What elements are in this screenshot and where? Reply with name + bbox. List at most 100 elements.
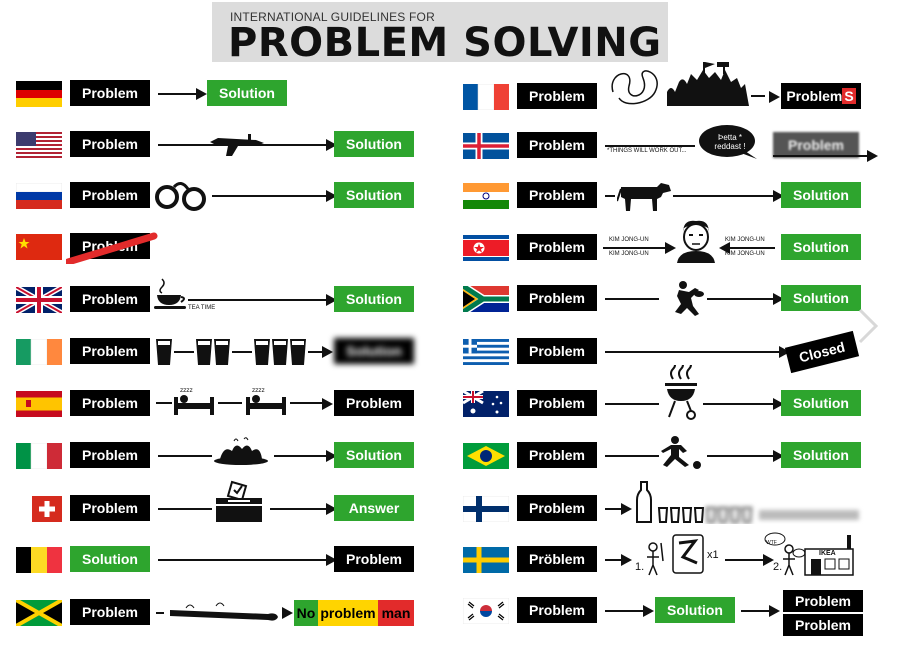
arrow-line [188, 299, 328, 301]
arrow-line [603, 247, 667, 249]
arrow-icon [326, 139, 337, 151]
handcuffs-icon [155, 182, 206, 211]
row-italy: Problem Solution [16, 437, 436, 471]
arrow-line [158, 508, 212, 510]
flag-switzerland-icon [32, 496, 62, 522]
row-sweden: Pröblem 1. x1 2. WTF IKEA [463, 532, 883, 576]
arrow-icon [867, 150, 878, 162]
rugby-player-icon [675, 281, 704, 316]
svg-text:zzzz: zzzz [180, 387, 193, 394]
flag-south-africa-icon [463, 286, 509, 312]
arrow-line [158, 455, 212, 457]
row-russia: Problem Solution [16, 181, 436, 211]
arrow-icon [621, 554, 632, 566]
arrow-line [725, 559, 765, 561]
flag-russia-icon [16, 183, 62, 209]
arrow-line [605, 403, 659, 405]
blurred-solution-box: Solution [334, 338, 414, 364]
pints-of-beer-icon [156, 339, 322, 365]
arrow-line [605, 455, 659, 457]
flag-italy-icon [16, 443, 62, 469]
flag-north-korea-icon [463, 235, 509, 261]
vodka-bottle-and-shots-icon [636, 481, 859, 524]
kim-label-top-right: KIM JONG-UN [725, 237, 765, 243]
ballot-box-icon [216, 480, 262, 522]
problem-box: Problem [517, 390, 597, 416]
problem-box: Problem [70, 390, 150, 416]
row-usa: Problem Solution [16, 130, 436, 160]
row-belgium: Solution Problem [16, 545, 436, 575]
ikea-instructions-icon [647, 534, 704, 576]
problem-box: Problem [70, 131, 150, 157]
problem-box-lower: Problem [783, 614, 863, 636]
teacup-icon [154, 278, 186, 309]
arrow-icon [763, 554, 774, 566]
flag-finland-icon [463, 496, 509, 522]
header-subtitle: INTERNATIONAL GUIDELINES FOR [230, 10, 435, 24]
problem-box: Problem [70, 338, 150, 364]
arrow-line [703, 403, 775, 405]
solution-box: Solution [655, 597, 735, 623]
arrow-line [605, 145, 695, 147]
problem-box: Problem [70, 495, 150, 521]
flag-spain-icon [16, 391, 62, 417]
spaghetti-plate-icon [214, 437, 268, 465]
arrow-line [270, 508, 328, 510]
arrow-icon [779, 346, 790, 358]
drone-icon [210, 134, 264, 156]
speech-bubble-icon [699, 125, 757, 159]
arrow-icon [773, 450, 784, 462]
problem-box: Problem [517, 495, 597, 521]
cow-icon [617, 183, 671, 211]
arrow-icon [322, 398, 333, 410]
solution-box: Solution [334, 182, 414, 208]
no-problem-man-box: No problem man [294, 599, 414, 626]
flag-france-icon [463, 84, 509, 110]
arrow-line [605, 195, 615, 197]
arrow-icon [769, 91, 780, 103]
row-north-korea: Problem KIM JONG-UN KIM JONG-UN KIM JONG… [463, 220, 883, 263]
flag-brazil-icon [463, 443, 509, 469]
flag-uk-icon [16, 287, 62, 313]
problem-box: Problem [517, 442, 597, 468]
tea-time-label: TEA TIME [188, 305, 216, 311]
arrow-line [274, 455, 328, 457]
solution-box: Solution [781, 390, 861, 416]
proeblem-box: Pröblem [517, 546, 597, 572]
no-word: No [294, 600, 318, 626]
tangle-and-protest-crowd-icon [611, 62, 765, 106]
solution-box: Solution [781, 442, 861, 468]
step-two-label: 2. [773, 561, 783, 573]
problem-box: Problem [70, 80, 150, 106]
arrow-line [605, 559, 623, 561]
row-china: Problem [16, 232, 436, 264]
arrow-icon [326, 190, 337, 202]
kim-label-bottom-right: KIM JONG-UN [725, 251, 765, 257]
row-ireland: Problem Solution [16, 337, 436, 367]
arrow-line [707, 298, 775, 300]
siesta-beds-icon: zzzz zzzz [156, 387, 322, 415]
arrow-icon [773, 398, 784, 410]
solution-box: Solution [334, 131, 414, 157]
row-germany: Problem Solution [16, 79, 436, 109]
arrow-icon [665, 242, 676, 254]
arrow-icon [196, 88, 207, 100]
flag-australia-icon [463, 391, 509, 417]
arrow-line [773, 155, 869, 157]
wtf-label: WTF [766, 540, 777, 546]
chevron-right-icon[interactable] [856, 306, 880, 346]
things-work-out-label: *THINGS WILL WORK OUT... [607, 148, 687, 154]
answer-box: Answer [334, 495, 414, 521]
solution-box: Solution [781, 234, 861, 260]
problem-box-result: Problem [334, 390, 414, 416]
flag-iceland-icon [463, 133, 509, 159]
problem-box: Problem [517, 182, 597, 208]
solution-box-start: Solution [70, 546, 150, 572]
header-banner: INTERNATIONAL GUIDELINES FOR PROBLEM SOL… [212, 2, 668, 66]
row-brazil: Problem Solution [463, 436, 883, 471]
problem-box-result: Problem [334, 546, 414, 572]
arrow-line [707, 455, 775, 457]
arrow-line [158, 559, 328, 561]
arrow-line [158, 93, 198, 95]
